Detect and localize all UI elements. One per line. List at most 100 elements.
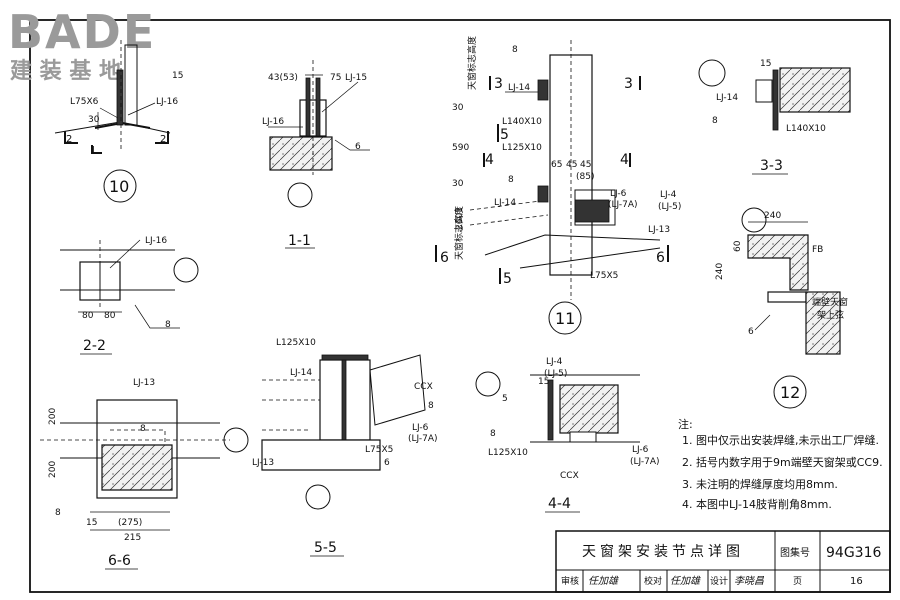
watermark-subtitle: 建 装 基 地 (10, 59, 121, 84)
title-block-atlas-no: 94G316 (826, 545, 881, 561)
detail11-lj7a-label: (LJ-7A) (608, 200, 638, 210)
detail11-cut-3-right: 3 (624, 76, 633, 92)
detail11-dim-65: 65 (551, 160, 562, 170)
detail3-3-dim-15: 15 (760, 59, 771, 69)
detail11-lj5-label: (LJ-5) (658, 202, 681, 212)
detail-1-1: 43(53) 75 LJ-15 LJ-16 6 1-1 (262, 60, 370, 249)
detail11-dim-85: (85) (576, 172, 594, 182)
detail-5-5: L125X10 LJ-14 CCX 8 LJ-6 (LJ-7A) L75X5 6… (252, 338, 438, 557)
detail6-6-weld-8-bottom: 8 (55, 508, 61, 518)
detail5-5-lj13-label: LJ-13 (252, 458, 274, 468)
notes-heading: 注: (678, 417, 693, 431)
detail4-4-lj5-label: (LJ-5) (544, 369, 567, 379)
detail-3-3: 15 LJ-14 8 L140X10 3-3 (698, 59, 851, 175)
detail5-5-title: 5-5 (314, 540, 337, 556)
detail11-dim-590: 590 (452, 143, 469, 153)
detail10-lj16-label: LJ-16 (156, 97, 178, 107)
title-block-review-sig: 任加雄 (588, 575, 619, 587)
detail12-dim-60: 60 (733, 240, 743, 252)
detail11-dim-30-top: 30 (452, 103, 464, 113)
detail12-fb-label: FB (812, 245, 823, 255)
detail5-5-ccx-label: CCX (414, 382, 433, 392)
detail12-dim-240-width: 240 (764, 211, 781, 221)
detail6-6-dim-215: 215 (124, 533, 141, 543)
detail10-cut-1: 1 (90, 145, 96, 156)
detail-11: 3 3 4 4 5 5 6 6 天窗标志高度 天窗标志高度 8 LJ-14 30… (435, 36, 681, 335)
detail6-6-dim-200-top: 200 (48, 408, 58, 425)
detail-12: 240 60 240 FB 端壁天窗 架上弦 6 12 (715, 207, 848, 409)
detail12-weld-6: 6 (748, 327, 754, 337)
detail5-5-l75-label: L75X5 (365, 445, 393, 455)
detail4-4-lj7a-label: (LJ-7A) (630, 457, 660, 467)
sheet-border (29, 19, 891, 593)
detail4-4-dim-5: 5 (502, 394, 508, 404)
detail1-1-weld-6: 6 (355, 142, 361, 152)
detail4-4-ccx-label: CCX (560, 471, 579, 481)
detail11-elev-lower: 天窗标志高度 (453, 206, 465, 260)
detail11-l75-label: L75X5 (590, 271, 618, 281)
detail-4-4: LJ-4 (LJ-5) 15 5 8 L125X10 CCX LJ-6 (LJ-… (475, 357, 660, 513)
title-block-check-label: 校对 (644, 575, 662, 587)
detail6-6-title: 6-6 (108, 553, 131, 569)
detail3-3-weld-8: 8 (712, 116, 718, 126)
title-block-check-sig: 任加雄 (670, 575, 701, 587)
detail11-elev-upper: 天窗标志高度 (466, 36, 478, 90)
detail1-1-dim-43: 43(53) (268, 73, 298, 83)
detail5-5-lj6-label: LJ-6 (412, 423, 429, 433)
note-item-2: 2. 括号内数字用于9m端壁天窗架或CC9. (682, 455, 883, 469)
detail6-6-weld-8-top: 8 (140, 424, 146, 434)
detail11-l125-label: L125X10 (502, 143, 542, 153)
detail10-cut-2-left: 2 (66, 134, 72, 145)
detail10-dim-30: 30 (88, 115, 100, 125)
detail4-4-lj6-label: LJ-6 (632, 445, 649, 455)
detail10-dim-15: 15 (172, 71, 183, 81)
detail11-lj6-label: LJ-6 (610, 189, 627, 199)
detail11-cut-4-right: 4 (620, 152, 629, 168)
detail2-2-weld-8: 8 (165, 320, 171, 330)
detail11-circle-label: 11 (555, 309, 575, 328)
detail11-dim-45-b: 45 (580, 160, 591, 170)
detail11-cut-6-right: 6 (656, 250, 665, 266)
detail5-5-l125-label: L125X10 (276, 338, 316, 348)
detail12-dim-240-height: 240 (715, 263, 725, 280)
detail11-weld-8-top: 8 (512, 45, 518, 55)
detail11-dim-2601: 2601 (455, 207, 465, 230)
detail6-6-dim-275: (275) (118, 518, 142, 528)
detail2-2-dim-80-right: 80 (104, 311, 116, 321)
detail2-2-dim-80-left: 80 (82, 311, 94, 321)
detail10-cut-2-right: 2 (160, 134, 166, 145)
title-block-review-label: 审核 (561, 575, 579, 587)
title-block-page-label: 页 (793, 576, 802, 587)
watermark: BADE 建 装 基 地 (8, 5, 156, 84)
detail11-cut-3-left: 3 (494, 76, 503, 92)
detail-2-2: LJ-16 80 80 8 2-2 (60, 236, 199, 355)
detail1-1-lj15-label: LJ-15 (345, 73, 367, 83)
detail1-1-dim-75: 75 (330, 73, 341, 83)
note-item-4: 4. 本图中LJ-14肢背削角8mm. (682, 497, 832, 511)
detail4-4-lj4-label: LJ-4 (546, 357, 563, 367)
notes-block: 注: 1. 图中仅示出安装焊缝,未示出工厂焊缝. 2. 括号内数字用于9m端壁天… (678, 417, 883, 511)
detail11-lj13-label: LJ-13 (648, 225, 670, 235)
title-block: 天窗架安装节点详图 图集号 94G316 审核 任加雄 校对 任加雄 设计 李晓… (555, 530, 891, 593)
detail11-cut-5-bottom: 5 (503, 271, 512, 287)
title-block-atlas-label: 图集号 (780, 546, 810, 559)
note-item-3: 3. 未注明的焊缝厚度均用8mm. (682, 477, 838, 491)
detail12-circle-label: 12 (780, 383, 800, 402)
detail3-3-lj14-label: LJ-14 (716, 93, 738, 103)
detail2-2-title: 2-2 (83, 338, 106, 354)
detail6-6-lj13-label: LJ-13 (133, 378, 155, 388)
detail11-lj14-bottom: LJ-14 (494, 198, 516, 208)
detail3-3-l140-label: L140X10 (786, 124, 826, 134)
detail11-cut-4-left: 4 (485, 152, 494, 168)
detail5-5-weld-6: 6 (384, 458, 390, 468)
detail4-4-weld-8: 8 (490, 429, 496, 439)
title-block-page-no: 16 (850, 576, 863, 587)
detail3-3-title: 3-3 (760, 158, 783, 174)
detail11-dim-30-bottom: 30 (452, 179, 464, 189)
detail11-cut-6-left: 6 (440, 250, 449, 266)
detail5-5-weld-8: 8 (428, 401, 434, 411)
title-block-title: 天窗架安装节点详图 (582, 543, 744, 560)
detail5-5-lj7a-label: (LJ-7A) (408, 434, 438, 444)
watermark-brand: BADE (8, 5, 156, 59)
